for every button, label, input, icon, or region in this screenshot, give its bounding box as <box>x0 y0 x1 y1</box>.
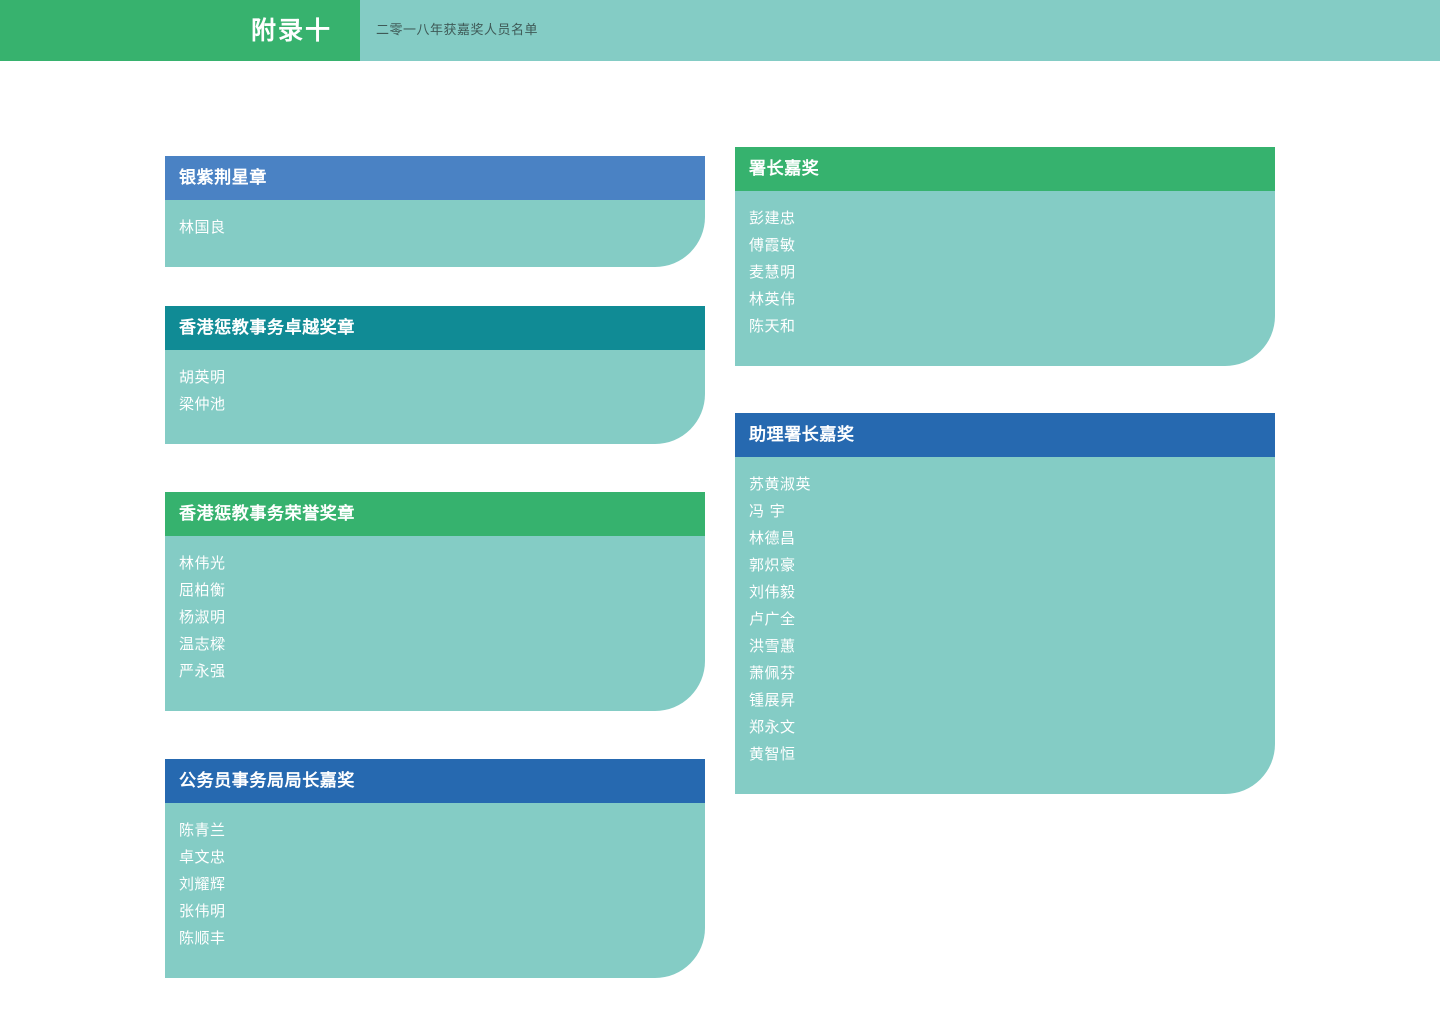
award-card-body: 彭建忠傅霞敏麦慧明林英伟陈天和 <box>735 191 1275 366</box>
award-recipient-name: 锺展昇 <box>749 691 796 709</box>
award-recipient-name: 陈青兰 <box>179 821 226 839</box>
award-recipient-name: 林英伟 <box>749 290 796 308</box>
award-recipient-name: 刘耀辉 <box>179 875 226 893</box>
award-columns: 银紫荆星章林国良香港惩教事务卓越奖章胡英明梁仲池香港惩教事务荣誉奖章林伟光屈柏衡… <box>0 61 1440 1021</box>
award-recipient-name: 屈柏衡 <box>179 581 226 599</box>
award-recipient-name: 萧佩芬 <box>749 664 796 682</box>
award-recipient-name: 林德昌 <box>749 529 796 547</box>
award-recipient-name: 陈顺丰 <box>179 929 226 947</box>
page-subtitle-label: 二零一八年获嘉奖人员名单 <box>376 23 539 38</box>
appendix-tag: 附录十 <box>0 0 360 61</box>
award-card-body: 苏黄淑英冯 宇林德昌郭炽豪刘伟毅卢广全洪雪蕙萧佩芬锺展昇郑永文黄智恒 <box>735 457 1275 794</box>
award-recipient-name: 张伟明 <box>179 902 226 920</box>
award-card-header: 香港惩教事务卓越奖章 <box>165 306 705 350</box>
award-recipient-name: 刘伟毅 <box>749 583 796 601</box>
award-recipient-name: 冯 宇 <box>749 502 786 520</box>
award-card-body: 陈青兰卓文忠刘耀辉张伟明陈顺丰 <box>165 803 705 978</box>
award-card-title: 香港惩教事务荣誉奖章 <box>179 503 355 524</box>
award-recipient-name: 郭炽豪 <box>749 556 796 574</box>
award-card-header: 公务员事务局局长嘉奖 <box>165 759 705 803</box>
award-recipient-name: 杨淑明 <box>179 608 226 626</box>
award-recipient-name: 梁仲池 <box>179 395 226 413</box>
award-card-title: 银紫荆星章 <box>179 167 267 188</box>
award-recipient-name: 胡英明 <box>179 368 226 386</box>
award-recipient-name: 温志樑 <box>179 635 226 653</box>
award-recipient-name: 郑永文 <box>749 718 796 736</box>
award-recipient-name: 苏黄淑英 <box>749 475 812 493</box>
award-recipient-name: 严永强 <box>179 662 226 680</box>
award-card: 公务员事务局局长嘉奖陈青兰卓文忠刘耀辉张伟明陈顺丰 <box>165 759 705 978</box>
award-card: 银紫荆星章林国良 <box>165 156 705 267</box>
award-card: 香港惩教事务卓越奖章胡英明梁仲池 <box>165 306 705 444</box>
appendix-tag-label: 附录十 <box>250 16 332 45</box>
award-card-header: 署长嘉奖 <box>735 147 1275 191</box>
award-card: 署长嘉奖彭建忠傅霞敏麦慧明林英伟陈天和 <box>735 147 1275 366</box>
award-recipient-name: 卢广全 <box>749 610 796 628</box>
award-recipient-name: 麦慧明 <box>749 263 796 281</box>
award-card-header: 助理署长嘉奖 <box>735 413 1275 457</box>
award-card: 助理署长嘉奖苏黄淑英冯 宇林德昌郭炽豪刘伟毅卢广全洪雪蕙萧佩芬锺展昇郑永文黄智恒 <box>735 413 1275 794</box>
award-card-body: 林国良 <box>165 200 705 267</box>
award-card-body: 胡英明梁仲池 <box>165 350 705 444</box>
award-recipient-name: 卓文忠 <box>179 848 226 866</box>
award-card-title: 署长嘉奖 <box>749 158 820 179</box>
award-card: 香港惩教事务荣誉奖章林伟光屈柏衡杨淑明温志樑严永强 <box>165 492 705 711</box>
award-recipient-name: 傅霞敏 <box>749 236 796 254</box>
page-header: 附录十 二零一八年获嘉奖人员名单 <box>0 0 1440 61</box>
award-card-header: 香港惩教事务荣誉奖章 <box>165 492 705 536</box>
award-card-body: 林伟光屈柏衡杨淑明温志樑严永强 <box>165 536 705 711</box>
award-card-title: 助理署长嘉奖 <box>749 424 855 445</box>
award-recipient-name: 陈天和 <box>749 317 796 335</box>
page-subtitle: 二零一八年获嘉奖人员名单 <box>360 0 1440 61</box>
award-recipient-name: 洪雪蕙 <box>749 637 796 655</box>
award-recipient-name: 彭建忠 <box>749 209 796 227</box>
award-recipient-name: 黄智恒 <box>749 745 796 763</box>
award-recipient-name: 林国良 <box>179 218 226 236</box>
award-card-title: 香港惩教事务卓越奖章 <box>179 317 355 338</box>
award-card-title: 公务员事务局局长嘉奖 <box>179 770 355 791</box>
award-recipient-name: 林伟光 <box>179 554 226 572</box>
award-card-header: 银紫荆星章 <box>165 156 705 200</box>
